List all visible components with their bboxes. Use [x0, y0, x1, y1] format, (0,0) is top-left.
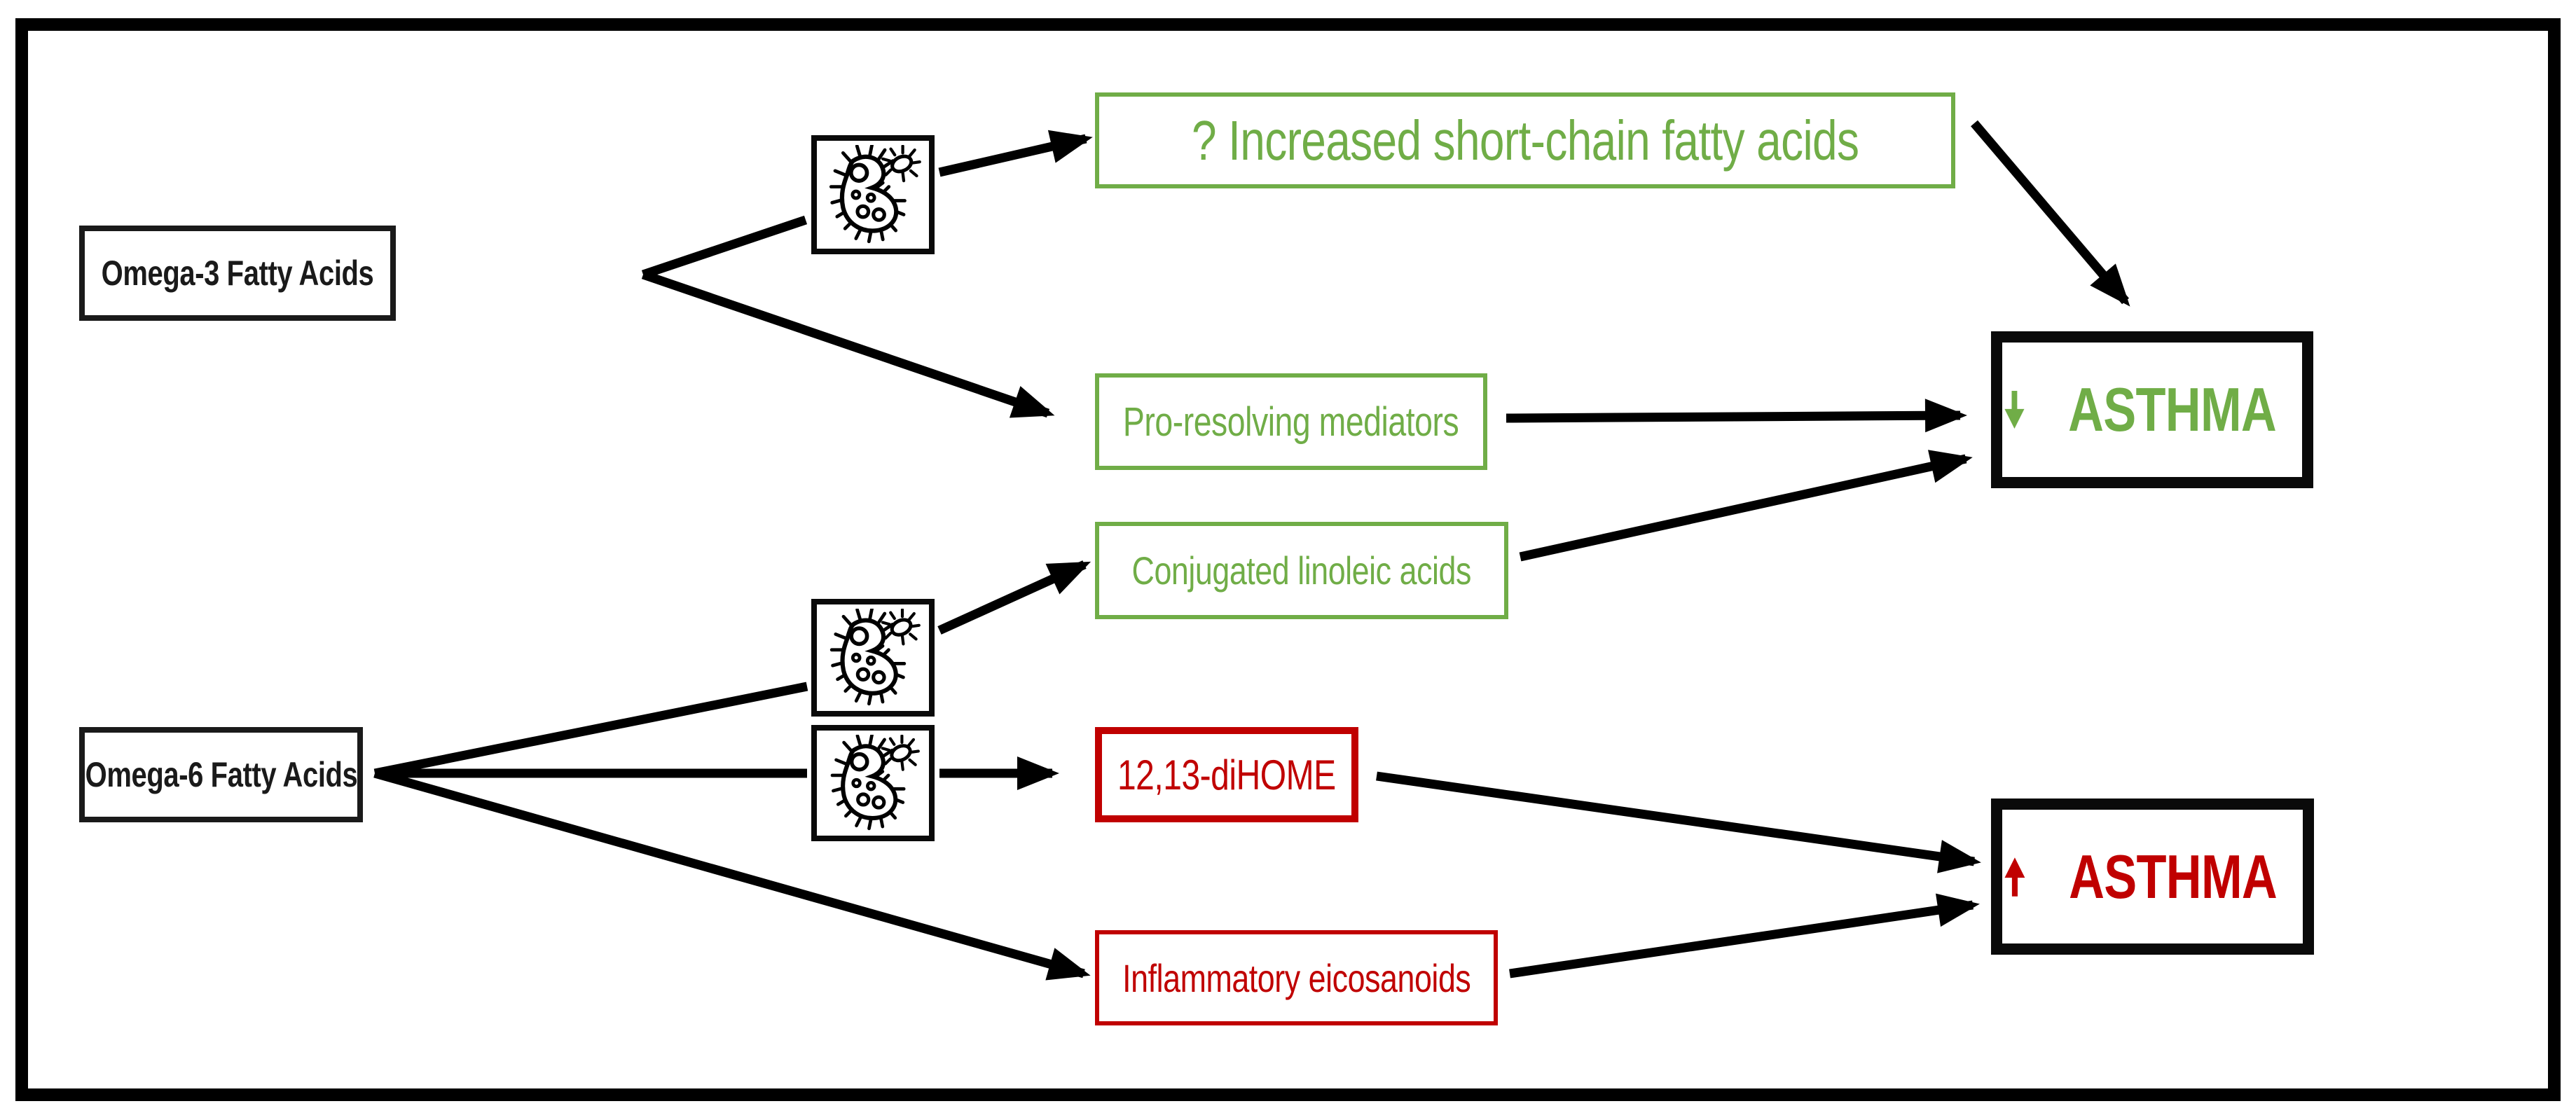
up-arrow-icon — [2004, 857, 2025, 897]
node-decreased-asthma: ASTHMA — [1991, 331, 2313, 488]
outcome-label: ASTHMA — [2068, 841, 2278, 911]
node-label: Inflammatory eicosanoids — [1122, 955, 1471, 1000]
microbe-icon — [811, 725, 935, 841]
node-increased-short-chain-fatty-acids: ? Increased short-chain fatty acids — [1095, 92, 1955, 188]
node-omega6-fatty-acids: Omega-6 Fatty Acids — [79, 727, 363, 822]
down-arrow-icon — [2004, 391, 2025, 429]
node-label: Omega-6 Fatty Acids — [85, 755, 357, 794]
node-conjugated-linoleic-acids: Conjugated linoleic acids — [1095, 522, 1508, 619]
microbe-icon — [811, 135, 935, 254]
microbe-icon — [811, 599, 935, 717]
node-label: Omega-3 Fatty Acids — [101, 254, 374, 293]
node-label: Conjugated linoleic acids — [1131, 548, 1472, 593]
node-label: ? Increased short-chain fatty acids — [1191, 109, 1859, 172]
node-increased-asthma: ASTHMA — [1991, 798, 2314, 955]
node-omega3-fatty-acids: Omega-3 Fatty Acids — [79, 226, 396, 321]
outcome-label: ASTHMA — [2067, 375, 2277, 444]
diagram-border — [15, 18, 2561, 1101]
node-12-13-dihome: 12,13-diHOME — [1095, 727, 1358, 822]
node-inflammatory-eicosanoids: Inflammatory eicosanoids — [1095, 930, 1498, 1025]
node-pro-resolving-mediators: Pro-resolving mediators — [1095, 373, 1487, 470]
node-label: 12,13-diHOME — [1117, 751, 1336, 798]
node-label: Pro-resolving mediators — [1123, 399, 1459, 445]
